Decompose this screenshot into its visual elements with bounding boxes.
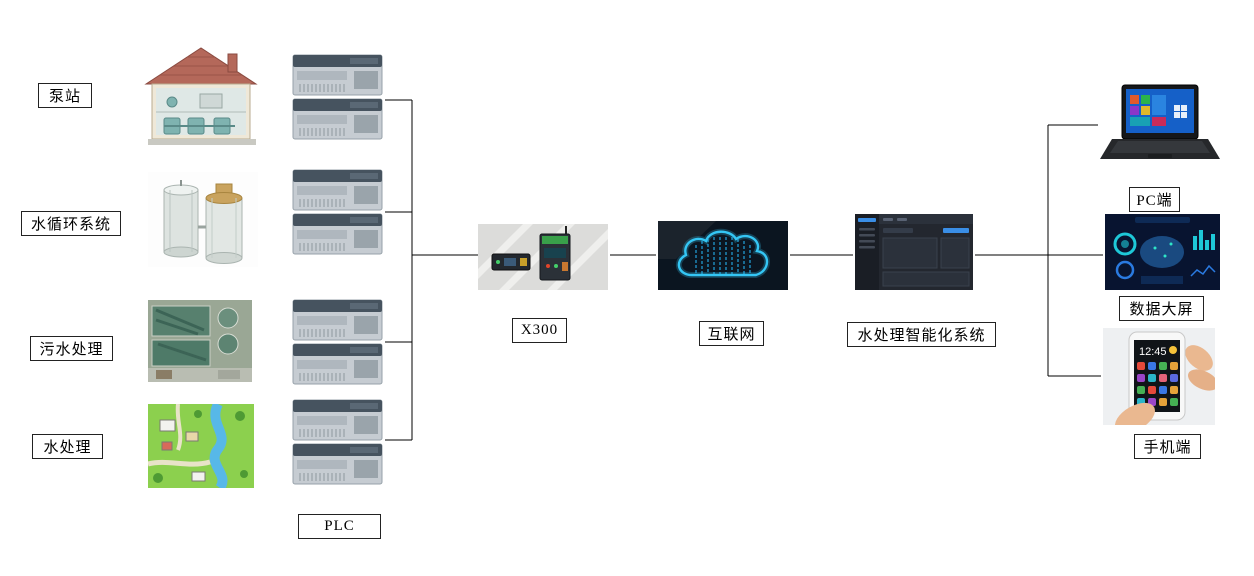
plc-image-1 [292, 54, 383, 140]
dashboard-image [1105, 214, 1220, 290]
label-pc-client: PC端 [1129, 187, 1180, 212]
plc-image-4 [292, 399, 383, 485]
sewage-treatment-image [148, 300, 252, 382]
plc-image-3 [292, 299, 383, 385]
pump-station-image [144, 47, 258, 145]
label-pump-station: 泵站 [38, 83, 92, 108]
label-plc: PLC [298, 514, 381, 539]
label-mobile-client: 手机端 [1134, 434, 1201, 459]
label-platform: 水处理智能化系统 [847, 322, 996, 347]
laptop-image [1100, 84, 1220, 159]
label-sewage-treatment: 污水处理 [30, 336, 113, 361]
phone-clock-text: 12:45 [1139, 346, 1167, 358]
water-circulation-image [148, 172, 258, 267]
label-x300: X300 [512, 318, 567, 343]
label-big-screen: 数据大屏 [1119, 296, 1204, 321]
label-water-treatment: 水处理 [32, 434, 103, 459]
phone-image: 12:45 [1103, 328, 1215, 425]
label-water-circulation: 水循环系统 [21, 211, 121, 236]
plc-image-2 [292, 169, 383, 255]
label-internet: 互联网 [699, 321, 764, 346]
x300-gateway-image [478, 224, 608, 290]
water-treatment-image [148, 404, 254, 488]
platform-screenshot-image [855, 214, 973, 290]
internet-cloud-image [658, 221, 788, 290]
